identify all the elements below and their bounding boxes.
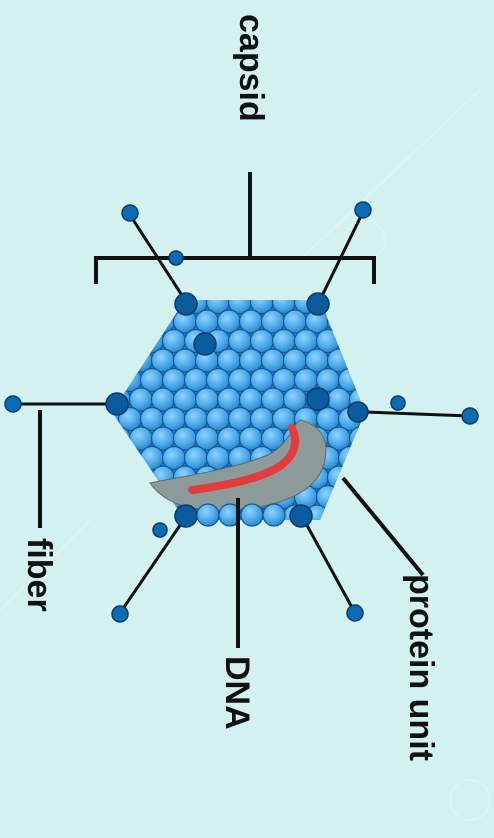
capsomer bbox=[108, 505, 131, 528]
capsomer bbox=[108, 349, 131, 372]
fiber-label: fiber bbox=[20, 538, 58, 612]
capsomer bbox=[350, 466, 373, 489]
capsomer bbox=[97, 330, 120, 353]
capsomer bbox=[119, 486, 142, 509]
capsomer bbox=[130, 310, 153, 333]
capsid-label: capsid bbox=[232, 14, 270, 122]
capsomer bbox=[119, 291, 142, 314]
capsomer bbox=[361, 447, 384, 470]
protein-unit-label: protein unit bbox=[402, 574, 440, 761]
capsomer bbox=[350, 349, 373, 372]
capsomer bbox=[361, 330, 384, 353]
capsomer bbox=[130, 466, 153, 489]
capsomer bbox=[241, 504, 263, 526]
capsomer bbox=[350, 310, 373, 333]
dna-label: DNA bbox=[218, 656, 256, 730]
capsomer bbox=[119, 330, 142, 353]
capsomer bbox=[339, 291, 362, 314]
capsomer bbox=[108, 310, 131, 333]
capsomer bbox=[119, 447, 142, 470]
capsomer bbox=[97, 369, 120, 392]
capsomer bbox=[328, 505, 351, 528]
capsomer bbox=[97, 291, 120, 314]
capsomer bbox=[361, 291, 384, 314]
capsomer bbox=[263, 504, 285, 526]
capsomer bbox=[350, 427, 373, 450]
capsomer bbox=[97, 486, 120, 509]
capsomer bbox=[361, 369, 384, 392]
capsomer bbox=[197, 504, 219, 526]
capsomer bbox=[339, 330, 362, 353]
capsomer bbox=[108, 427, 131, 450]
capsomer bbox=[97, 447, 120, 470]
capsomer bbox=[108, 466, 131, 489]
capsomer bbox=[141, 291, 164, 314]
capsomer bbox=[130, 505, 153, 528]
